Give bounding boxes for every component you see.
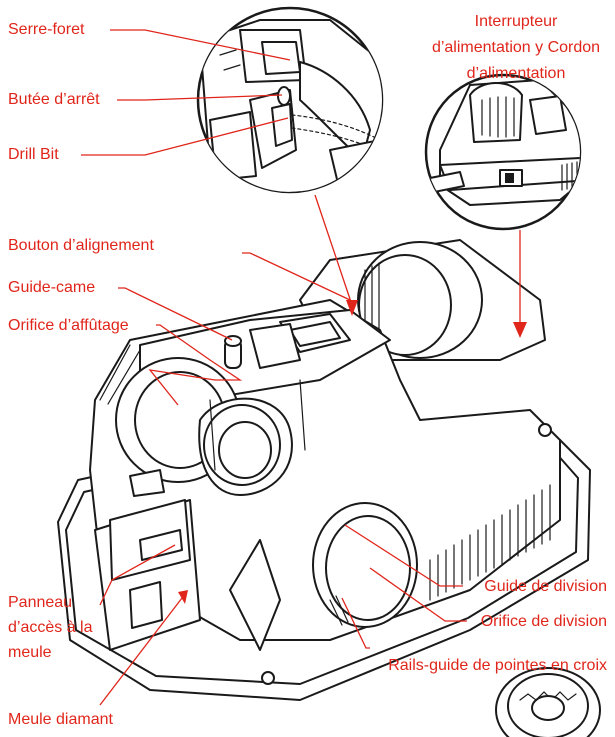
diamond-wheel-icon bbox=[495, 667, 601, 737]
label-butee-arret: Butée d’arrêt bbox=[8, 91, 100, 108]
label-orifice-affutage: Orifice d’affûtage bbox=[8, 317, 129, 334]
label-orifice-division: Orifice de division bbox=[481, 613, 607, 630]
label-switch-line3: d’alimentation bbox=[467, 65, 566, 82]
label-meule-diamant: Meule diamant bbox=[8, 711, 114, 728]
label-bouton-alignement: Bouton d’alignement bbox=[8, 237, 154, 254]
chuck-closeup-inset bbox=[196, 6, 384, 194]
label-panneau-line1: Panneau bbox=[8, 594, 72, 611]
label-guide-division: Guide de division bbox=[484, 578, 607, 595]
leader-lines bbox=[81, 29, 527, 706]
label-drill-bit: Drill Bit bbox=[8, 146, 59, 163]
power-switch-closeup-inset bbox=[424, 73, 582, 231]
label-switch-line2: d’alimentation y Cordon bbox=[432, 39, 600, 56]
label-panneau-line3: meule bbox=[8, 644, 52, 661]
label-panneau-line2: d’accès à la bbox=[8, 619, 93, 636]
drill-sharpener-illustration bbox=[57, 239, 591, 701]
label-serre-foret: Serre-foret bbox=[8, 21, 85, 38]
label-rails-guide: Rails-guide de pointes en croix bbox=[388, 657, 607, 674]
label-switch-line1: Interrupteur bbox=[475, 13, 558, 30]
label-guide-came: Guide-came bbox=[8, 279, 95, 296]
